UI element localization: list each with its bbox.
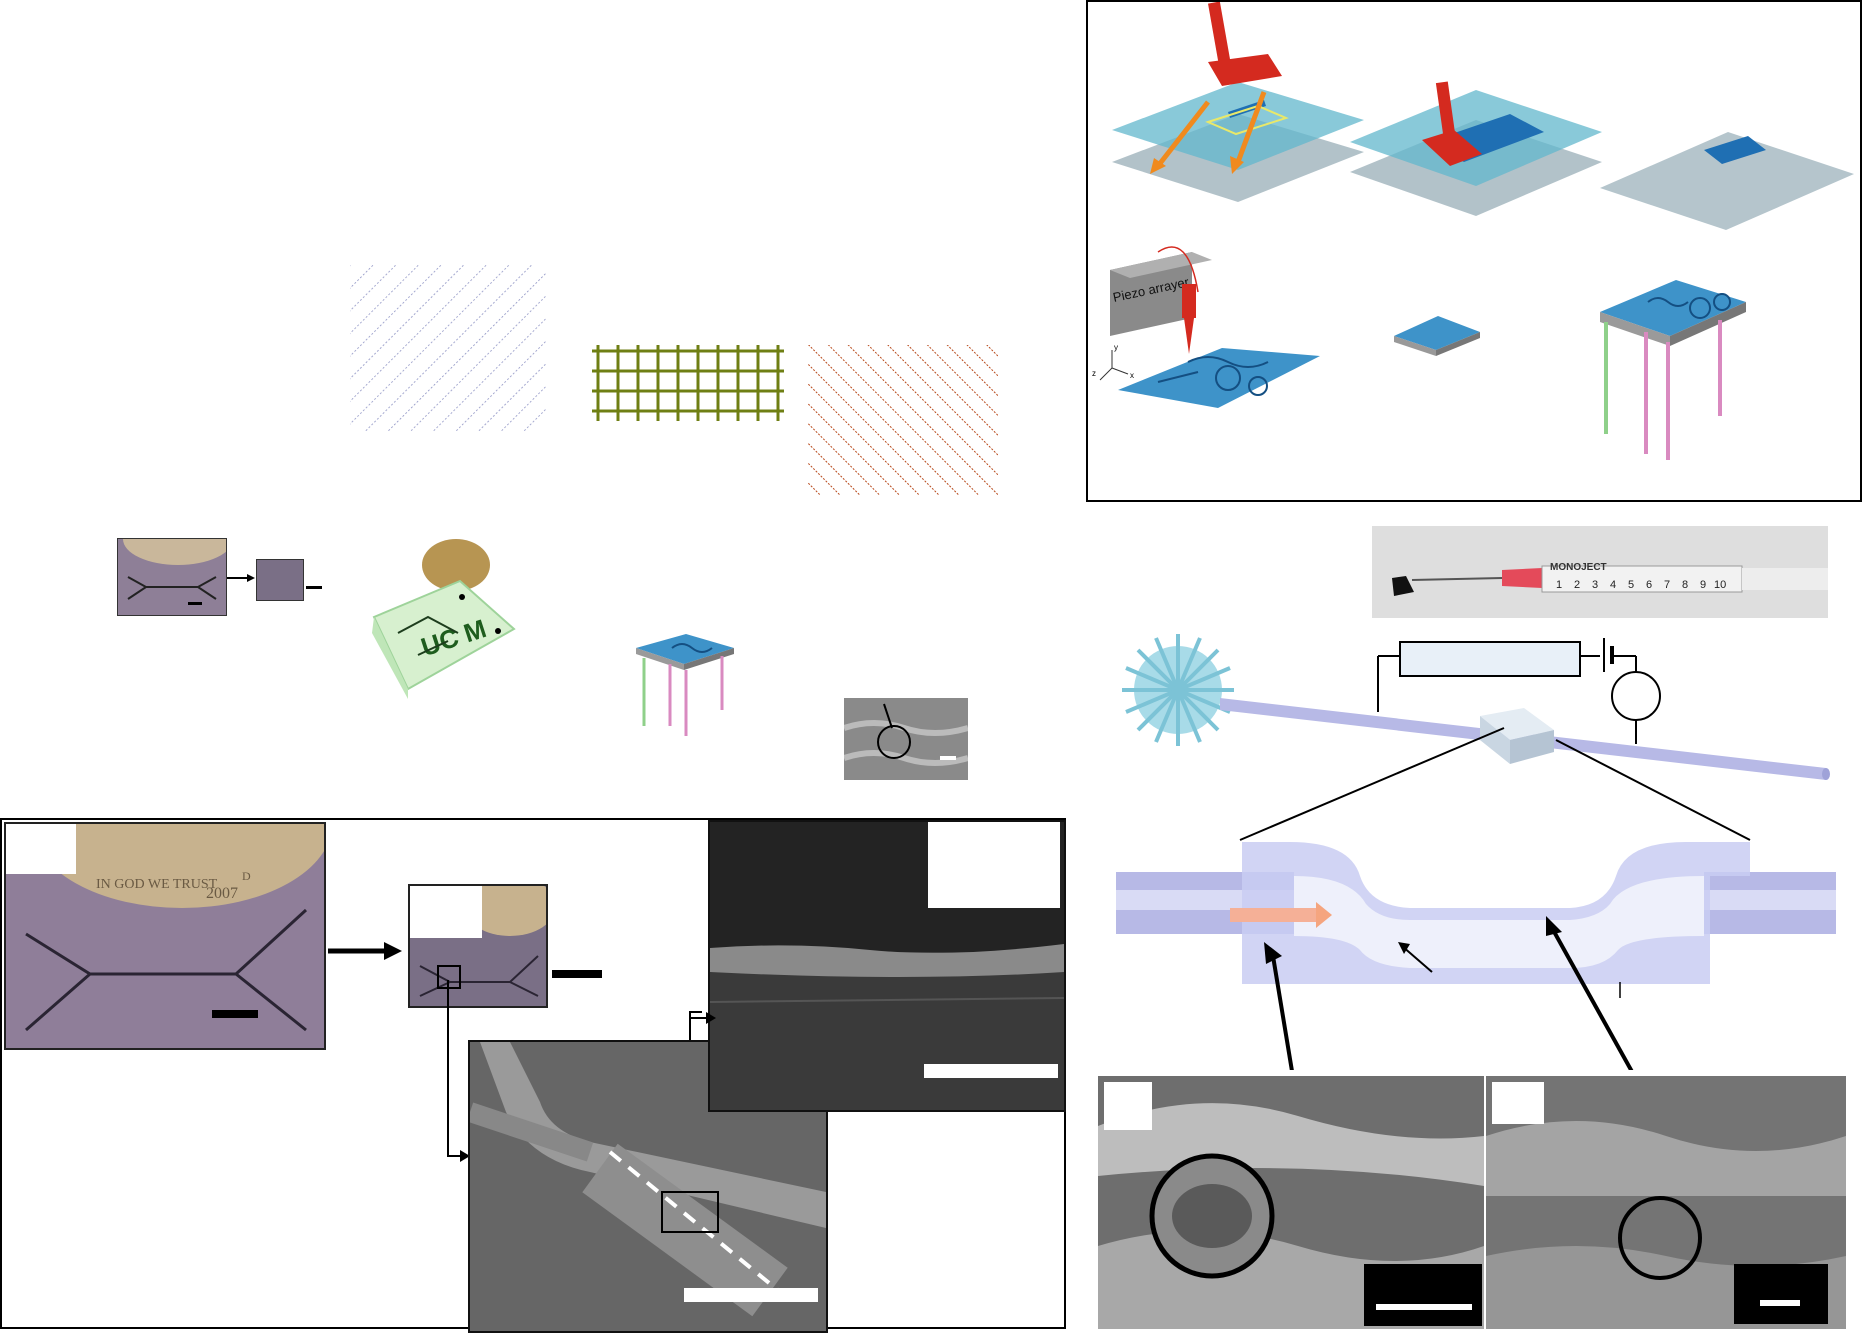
small-device-chip [636, 634, 734, 736]
nanopore-schematic [1116, 634, 1836, 1070]
syringe-scale-label: 6 [1646, 579, 1652, 591]
syringe-scale-label: 8 [1682, 579, 1688, 591]
scale-bar-black [552, 970, 602, 978]
sem-image-high-mag [708, 820, 1066, 1112]
syringe-brand-text: MONOJECT [1550, 562, 1607, 573]
syringe-scale-label: 9 [1700, 579, 1706, 591]
spiky-ball-icon [1122, 634, 1234, 746]
syringe-scale-label: 5 [1628, 579, 1634, 591]
small-sem-thumbnail [844, 698, 968, 780]
axis-z-label: z [1092, 369, 1096, 378]
letter-chip-photo: UC M [368, 537, 516, 699]
fabrication-schematic-panel: Piezo arrayer y x z [1086, 0, 1862, 502]
coin-motto: IN GOD WE TRUST [96, 877, 218, 892]
panel-label-box [928, 822, 1060, 908]
axis-y-label: y [1114, 343, 1118, 352]
syringe-scale-label: 2 [1574, 579, 1580, 591]
blue-hatch-pattern [350, 265, 546, 431]
olive-grid-pattern [592, 345, 784, 421]
scale-bar [1760, 1300, 1800, 1306]
scale-bar-box [1364, 1264, 1482, 1326]
syringe-photo: MONOJECT 1 2 3 4 5 6 7 8 9 10 [1372, 526, 1828, 618]
arrow-icon [227, 574, 255, 582]
syringe-scale-label: 3 [1592, 579, 1598, 591]
panel-label-box [1104, 1082, 1152, 1130]
sem-image-left [1098, 1076, 1484, 1329]
sem-image-channel [468, 1040, 828, 1333]
meter-icon [1611, 671, 1661, 721]
coin-mint: D [242, 869, 251, 883]
device-zoom-photo [408, 884, 548, 1008]
small-scale-bar [306, 586, 322, 589]
panel-label-box [410, 886, 482, 938]
arrow-icon [328, 942, 402, 960]
scale-bar [1376, 1304, 1472, 1310]
syringe-scale-label: 10 [1714, 579, 1726, 591]
syringe-scale-label: 1 [1556, 579, 1562, 591]
arrow-icon [690, 1012, 716, 1024]
small-coin-thumbnail [117, 538, 227, 616]
scale-bar [924, 1064, 1058, 1078]
circle-marker-icon [1618, 1196, 1702, 1280]
circle-marker-icon [877, 725, 911, 759]
axis-x-label: x [1130, 371, 1134, 380]
sem-image-right [1486, 1076, 1846, 1329]
coin-device-photo: IN GOD WE TRUST 2007 D [4, 822, 326, 1050]
scale-bar-box [1734, 1264, 1828, 1324]
panel-label-box [1492, 1082, 1544, 1124]
panel-label-box [6, 824, 76, 874]
coin-year: 2007 [206, 885, 238, 902]
small-device-thumbnail [256, 559, 304, 601]
fabrication-schematic: Piezo arrayer y x z [1092, 1, 1854, 460]
syringe-scale-label: 7 [1664, 579, 1670, 591]
syringe-scale-label: 4 [1610, 579, 1616, 591]
rust-hatch-pattern [808, 345, 998, 495]
scale-bar [684, 1288, 818, 1302]
